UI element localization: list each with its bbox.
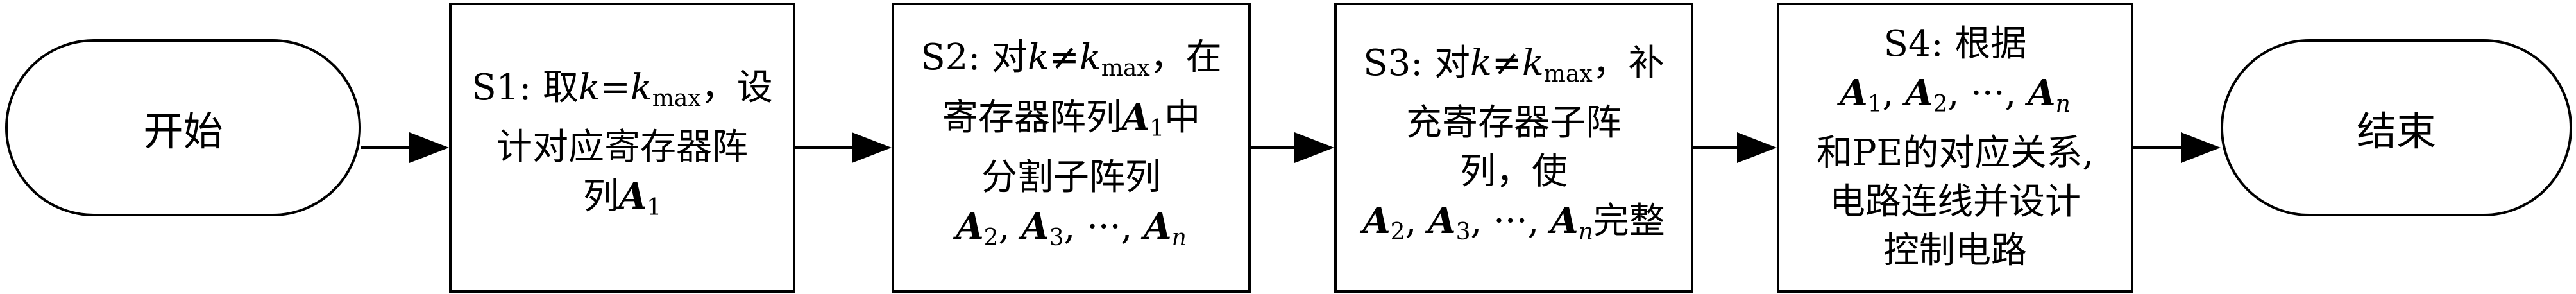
s3-mat-a2-sub: 2 [1390,218,1405,245]
s3-mat-a3-sub: 3 [1455,218,1471,245]
s3-line4-tail: 完整 [1593,200,1665,242]
s1-line2: 计对应寄存器阵 [496,126,748,168]
s4-mat-an: A [2028,72,2056,114]
arrowhead-2 [852,132,892,163]
s2-neq: ≠ [1049,36,1080,78]
s2-line4: A2, A3, ···, An [920,202,1221,263]
s4-line5: 控制电路 [1883,230,2027,272]
start-terminal: 开始 [5,39,361,216]
s2-sep1: , [998,205,1022,248]
s1-after: ，设 [700,66,773,108]
s2-var-k: k [1027,36,1049,78]
arrowhead-1 [409,132,449,163]
s3-mat-a3: A [1428,199,1456,242]
s1-eq: = [600,66,631,108]
s3-line2: 充寄存器子阵 [1405,101,1622,144]
s3-mat-an: A [1550,199,1579,242]
s2-mat-a2-sub: 2 [983,224,999,251]
s2-line2-text: 寄存器阵列 [942,96,1122,139]
s1-lead: S1: 取 [471,66,579,108]
s2-mat-an: A [1144,205,1172,248]
s4-mat-a1-sub: 1 [1867,91,1883,117]
step-s3-text: S3: 对k≠kmax，补 充寄存器子阵 列，使 A2, A3, ···, An… [1362,39,1665,257]
s3-kmax-sub: max [1543,60,1593,87]
s2-mat-an-sub: n [1171,224,1187,251]
s4-sep2: , ···, [1947,73,2028,114]
s3-sep2: , ···, [1470,200,1551,242]
step-s2-box: S2: 对k≠kmax，在 寄存器阵列A1中 分割子阵列 A2, A3, ···… [892,3,1251,293]
s2-mat-a2: A [956,205,984,248]
s3-lead: S3: 对 [1363,42,1470,84]
s2-sep2: , ···, [1063,205,1144,248]
s1-kmax: k [630,66,652,108]
s2-line3: 分割子阵列 [981,156,1161,198]
s2-mat-a3-sub: 3 [1049,224,1064,251]
end-label: 结束 [2356,108,2436,155]
s3-sep1: , [1405,200,1428,242]
s2-mat-a3: A [1021,205,1049,248]
s3-line4: A2, A3, ···, An完整 [1362,196,1665,257]
s4-line3: 和PE的对应关系, [1816,132,2094,174]
s3-after: ，补 [1592,42,1665,84]
s2-matrix-sub: 1 [1149,115,1165,142]
s2-line1: S2: 对k≠kmax，在 [920,33,1221,93]
s1-matrix: A [618,175,647,218]
step-s1-box: S1: 取k=kmax，设 计对应寄存器阵 列A1 [449,3,795,293]
s2-after: ，在 [1149,36,1222,78]
s3-kmax: k [1521,42,1544,84]
s3-var-k: k [1470,42,1492,84]
start-label: 开始 [143,108,223,155]
s2-kmax: k [1079,36,1101,78]
s3-neq: ≠ [1491,42,1522,84]
s3-line1: S3: 对k≠kmax，补 [1362,39,1665,99]
s4-mat-an-sub: n [2055,91,2071,117]
s3-mat-a2: A [1362,199,1391,242]
s1-var-k: k [578,66,600,108]
arrowhead-4 [1737,132,1777,163]
s4-mat-a1: A [1840,72,1868,114]
s4-mat-a2-sub: 2 [1933,91,1948,117]
s3-line3: 列，使 [1459,150,1568,193]
step-s4-text: S4: 根据 A1, A2, ···, An 和PE的对应关系, 电路连线并设计… [1817,20,2094,275]
s4-mat-a2: A [1905,72,1933,114]
s4-line4: 电路连线并设计 [1829,181,2081,223]
s1-line3: 列A1 [471,172,772,232]
s4-line1: S4: 根据 [1883,23,2027,65]
s2-line2-tail: 中 [1164,96,1201,139]
s2-line2: 寄存器阵列A1中 [920,93,1221,153]
end-terminal: 结束 [2221,39,2572,216]
s1-matrix-sub: 1 [647,194,662,221]
step-s3-box: S3: 对k≠kmax，补 充寄存器子阵 列，使 A2, A3, ···, An… [1334,3,1693,293]
s2-lead: S2: 对 [920,36,1028,78]
step-s1-text: S1: 取k=kmax，设 计对应寄存器阵 列A1 [471,64,772,232]
s1-kmax-sub: max [652,85,701,112]
arrowhead-3 [1294,132,1334,163]
step-s4-box: S4: 根据 A1, A2, ···, An 和PE的对应关系, 电路连线并设计… [1777,3,2133,293]
s1-line1: S1: 取k=kmax，设 [471,64,772,123]
arrowhead-5 [2181,132,2221,163]
s1-line3-text: 列 [582,175,619,218]
s4-sep1: , [1882,73,1906,114]
s4-line2: A1, A2, ···, An [1817,69,2094,129]
step-s2-text: S2: 对k≠kmax，在 寄存器阵列A1中 分割子阵列 A2, A3, ···… [920,33,1221,263]
s3-mat-an-sub: n [1578,218,1593,245]
s2-matrix: A [1121,96,1150,139]
s2-kmax-sub: max [1101,55,1150,82]
